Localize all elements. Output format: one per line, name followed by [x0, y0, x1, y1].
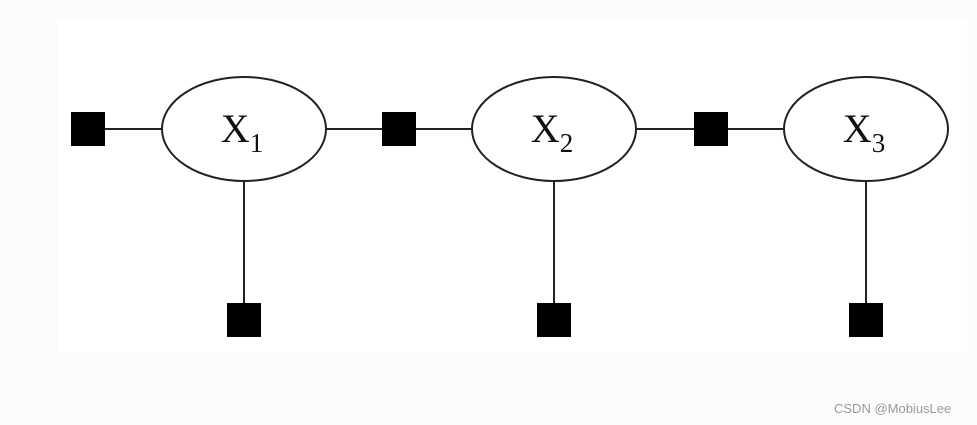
- diagram-panel: [58, 20, 967, 353]
- factor-unary-1: [227, 303, 261, 337]
- variable-letter: X: [843, 106, 872, 151]
- variable-node-2: X2: [471, 76, 637, 182]
- variable-letter: X: [531, 106, 560, 151]
- factor-pairwise-1: [382, 112, 416, 146]
- variable-index: 3: [872, 128, 886, 158]
- watermark: CSDN @MobiusLee: [834, 401, 952, 416]
- factor-prior: [71, 112, 105, 146]
- variable-ellipse: [471, 76, 637, 182]
- factor-unary-3: [849, 303, 883, 337]
- factors-layer: [71, 112, 883, 337]
- variable-ellipse: [161, 76, 327, 182]
- variable-label: X2: [531, 106, 573, 158]
- variable-node-3: X3: [783, 76, 949, 182]
- factor-pairwise-2: [694, 112, 728, 146]
- variable-label: X3: [843, 106, 885, 158]
- variable-node-1: X1: [161, 76, 327, 182]
- variable-label: X1: [221, 106, 263, 158]
- variable-ellipse: [783, 76, 949, 182]
- factor-unary-2: [537, 303, 571, 337]
- variable-index: 2: [560, 128, 574, 158]
- variable-letter: X: [221, 106, 250, 151]
- variable-index: 1: [250, 128, 264, 158]
